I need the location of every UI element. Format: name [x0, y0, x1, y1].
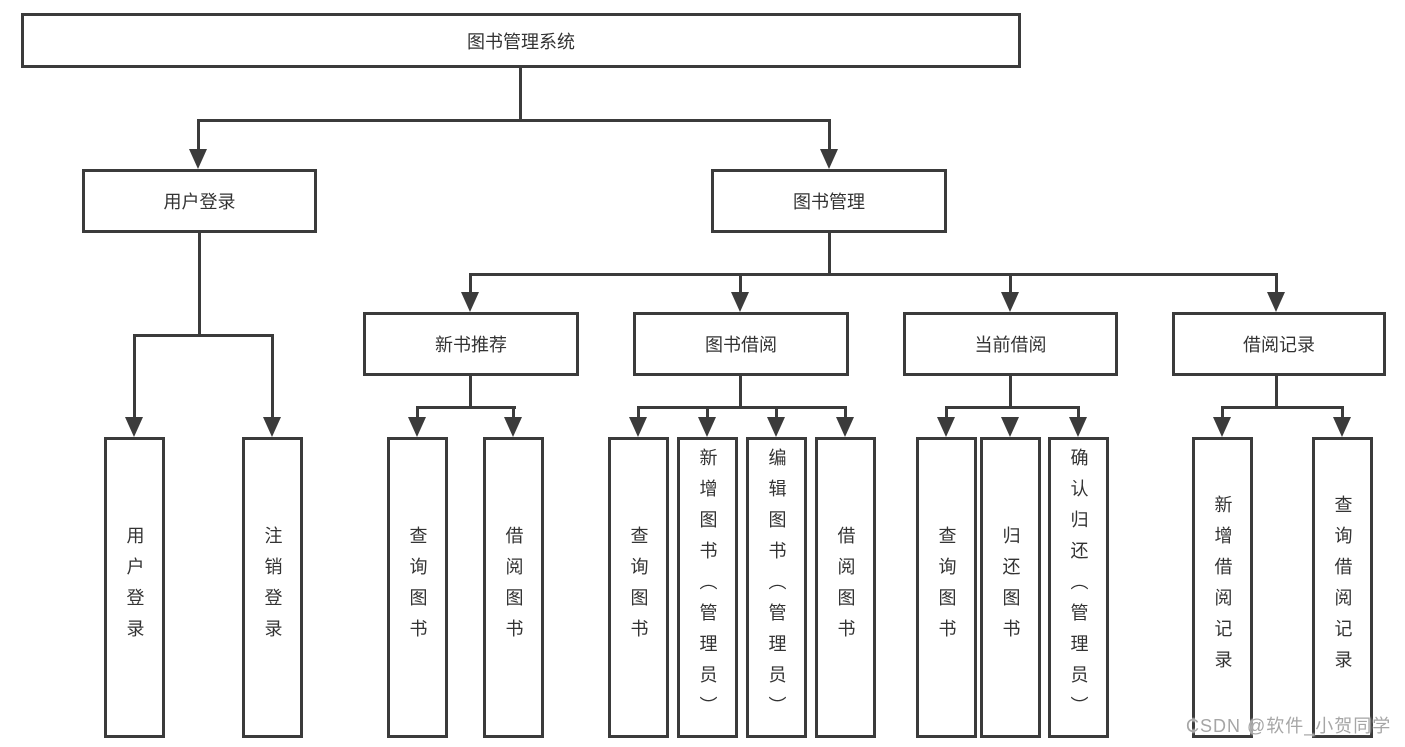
arrowhead-icon	[767, 417, 785, 437]
node-borrowing-records: 借阅记录	[1172, 312, 1386, 376]
arrowhead-icon	[408, 417, 426, 437]
leaf-label: 注销登录	[262, 525, 283, 650]
connector-line	[945, 406, 1080, 409]
connector-line	[945, 406, 948, 419]
arrowhead-icon	[189, 149, 207, 169]
connector-line	[1077, 406, 1080, 419]
leaf-label: 查询图书	[407, 525, 428, 650]
connector-line	[1341, 406, 1344, 419]
connector-line	[844, 406, 847, 419]
leaf-label: 借阅图书	[835, 525, 856, 650]
leaf-borrow-books-borrowing: 借阅图书	[815, 437, 876, 738]
connector-line	[416, 406, 516, 409]
arrowhead-icon	[698, 417, 716, 437]
connector-line	[197, 119, 200, 152]
arrowhead-icon	[1333, 417, 1351, 437]
connector-line	[198, 233, 201, 337]
leaf-borrow-books-recommend: 借阅图书	[483, 437, 544, 738]
node-library-management-system: 图书管理系统	[21, 13, 1021, 68]
connector-line	[1275, 273, 1278, 294]
leaf-label: 查询图书	[936, 525, 957, 650]
connector-line	[133, 334, 136, 418]
leaf-add-books-admin: 新增图书（管理员）	[677, 437, 738, 738]
arrowhead-icon	[1001, 292, 1019, 312]
leaf-query-books-current: 查询图书	[916, 437, 977, 738]
csdn-watermark: CSDN @软件_小贺同学	[1186, 716, 1392, 736]
connector-line	[1009, 376, 1012, 409]
arrowhead-icon	[1001, 417, 1019, 437]
node-new-book-recommend: 新书推荐	[363, 312, 579, 376]
connector-line	[512, 406, 515, 419]
arrowhead-icon	[836, 417, 854, 437]
arrowhead-icon	[820, 149, 838, 169]
connector-line	[1221, 406, 1224, 419]
leaf-label: 用户登录	[124, 525, 145, 650]
leaf-user-login: 用户登录	[104, 437, 165, 738]
leaf-label: 归还图书	[1000, 525, 1021, 650]
leaf-query-books-recommend: 查询图书	[387, 437, 448, 738]
connector-line	[133, 334, 274, 337]
connector-line	[1275, 376, 1278, 409]
leaf-label: 查询图书	[628, 525, 649, 650]
leaf-confirm-return-admin: 确认归还（管理员）	[1048, 437, 1109, 738]
node-book-borrowing: 图书借阅	[633, 312, 849, 376]
leaf-logout: 注销登录	[242, 437, 303, 738]
connector-line	[416, 406, 419, 419]
connector-line	[469, 376, 472, 409]
leaf-edit-books-admin: 编辑图书（管理员）	[746, 437, 807, 738]
leaf-label: 新增图书（管理员）	[697, 448, 718, 727]
leaf-label: 新增借阅记录	[1212, 494, 1233, 681]
leaf-label: 借阅图书	[503, 525, 524, 650]
leaf-query-books-borrowing: 查询图书	[608, 437, 669, 738]
connector-line	[519, 68, 522, 121]
leaf-add-borrow-record: 新增借阅记录	[1192, 437, 1253, 738]
connector-line	[197, 119, 830, 122]
connector-line	[828, 119, 831, 152]
arrowhead-icon	[1267, 292, 1285, 312]
leaf-label: 确认归还（管理员）	[1068, 448, 1089, 727]
connector-line	[469, 273, 1278, 276]
arrowhead-icon	[1213, 417, 1231, 437]
arrowhead-icon	[125, 417, 143, 437]
connector-line	[1009, 273, 1012, 294]
connector-line	[1221, 406, 1344, 409]
connector-line	[775, 406, 778, 419]
arrowhead-icon	[937, 417, 955, 437]
node-current-borrowing: 当前借阅	[903, 312, 1118, 376]
node-book-management: 图书管理	[711, 169, 947, 233]
leaf-label: 查询借阅记录	[1332, 494, 1353, 681]
arrowhead-icon	[1069, 417, 1087, 437]
connector-line	[469, 273, 472, 294]
connector-line	[637, 406, 847, 409]
connector-line	[271, 334, 274, 418]
leaf-label: 编辑图书（管理员）	[766, 448, 787, 727]
connector-line	[739, 376, 742, 409]
connector-line	[637, 406, 640, 419]
arrowhead-icon	[629, 417, 647, 437]
arrowhead-icon	[731, 292, 749, 312]
connector-line	[706, 406, 709, 419]
arrowhead-icon	[461, 292, 479, 312]
arrowhead-icon	[263, 417, 281, 437]
connector-line	[739, 273, 742, 294]
connector-line	[828, 233, 831, 276]
node-user-login: 用户登录	[82, 169, 317, 233]
leaf-query-borrow-record: 查询借阅记录	[1312, 437, 1373, 738]
leaf-return-books: 归还图书	[980, 437, 1041, 738]
arrowhead-icon	[504, 417, 522, 437]
